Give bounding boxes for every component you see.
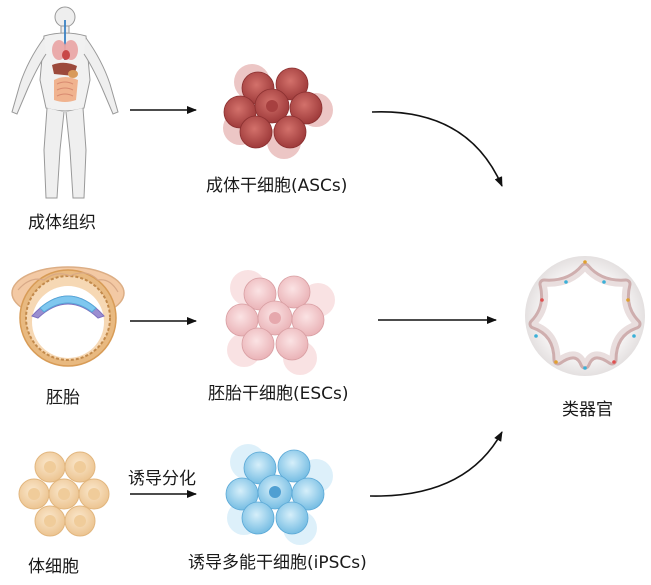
arrow-asc-to-organoid [371,111,503,187]
label-asc: 成体干细胞(ASCs) [206,176,348,196]
blastocyst-icon [11,266,125,367]
somatic-cells-icon [18,451,110,537]
arrow-ipsc-to-organoid [369,431,503,497]
organoid-icon [525,256,645,376]
label-organoid: 类器官 [562,400,613,420]
label-esc: 胚胎干细胞(ESCs) [208,384,349,404]
human-body-icon [11,6,119,199]
label-induced-differentiation: 诱导分化 [128,469,196,489]
label-ipsc: 诱导多能干细胞(iPSCs) [188,553,367,573]
asc-cluster-icon [223,64,333,159]
esc-cluster-icon [225,270,335,375]
label-somatic-cells: 体细胞 [28,557,79,577]
ipsc-cluster-icon [225,444,333,545]
label-adult-tissue: 成体组织 [28,213,96,233]
label-embryo: 胚胎 [46,388,80,408]
